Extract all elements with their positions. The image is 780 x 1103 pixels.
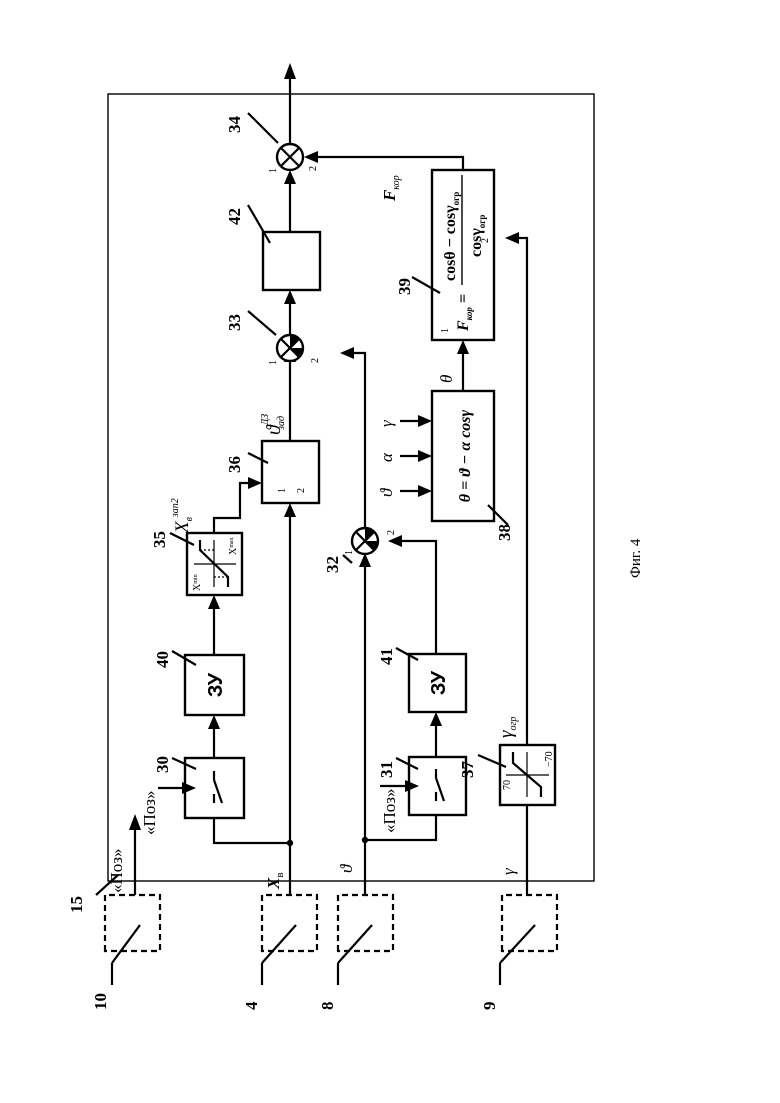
xv-signal: Xв: [264, 872, 286, 890]
block-42: 42: [225, 170, 320, 290]
block-38-out: θ: [437, 375, 456, 383]
poz-line-label: «Поз»: [107, 849, 126, 894]
multiplier-34-port1: 1: [268, 168, 279, 173]
xv-branch-30: [214, 818, 290, 843]
block-38-formula-text: θ = ϑ − α cosγ: [457, 409, 474, 502]
block-35-limiter: Xmax Xmin Xвзап2 35: [150, 477, 262, 595]
outer-block-label: 15: [67, 896, 86, 913]
block-30-switch: «Поз» 30: [140, 715, 244, 835]
block-31-control: «Поз»: [380, 789, 399, 834]
block-36-port2: 2: [296, 488, 307, 493]
block-36-port1: 1: [277, 488, 288, 493]
comparator-33-port2: 2: [310, 358, 321, 363]
source-9: 9: [480, 895, 557, 1010]
comparator-33-port1: 1: [268, 360, 279, 365]
block-38-in2: α: [377, 452, 396, 462]
block-39-label: 39: [395, 278, 414, 295]
multiplier-34: 1 2 34: [225, 63, 319, 173]
block-40-text: ЗУ: [205, 672, 227, 697]
source-9-label: 9: [480, 1002, 499, 1011]
source-8-label: 8: [318, 1002, 337, 1011]
source-8: 8: [318, 895, 393, 1010]
comparator-33-label: 33: [225, 314, 244, 331]
multiplier-34-port2: 2: [308, 166, 319, 171]
block-41-memory: ЗУ 41: [377, 535, 466, 712]
block-35-out: Xвзап2: [170, 498, 195, 534]
block-36: 1 2 ϑДЗзад 36: [225, 348, 319, 503]
block-31-label: 31: [377, 761, 396, 778]
comparator-33: 1 2 33: [225, 290, 321, 365]
block-42-label: 42: [225, 208, 244, 225]
block-39-numerator: cosθ − cosγогр: [442, 192, 461, 281]
comparator-32-label: 32: [323, 556, 342, 573]
source-10-label: 10: [91, 993, 110, 1010]
theta-branch-31: [365, 815, 436, 840]
source-4: 4: [242, 895, 317, 1010]
block-40-memory: ЗУ 40: [153, 595, 244, 715]
block-30-label: 30: [153, 756, 172, 773]
comparator-32-port1: 1: [344, 550, 355, 555]
block-36-label: 36: [225, 456, 244, 473]
block-37-lim-lo: −70: [544, 751, 555, 767]
block-31-switch: «Поз» 31: [377, 712, 466, 833]
block-41-label: 41: [377, 648, 396, 665]
block-38-in1: ϑ: [377, 487, 396, 497]
block-41-text: ЗУ: [428, 670, 450, 695]
fkor-label: Fкор: [380, 175, 402, 202]
block-37-label: 37: [458, 761, 477, 779]
multiplier-34-label: 34: [225, 116, 244, 134]
block-38-label: 38: [495, 524, 514, 541]
gamma-signal: γ: [499, 867, 518, 875]
block-38-in3: γ: [377, 419, 396, 427]
source-4-label: 4: [242, 1001, 261, 1010]
block-40-label: 40: [153, 651, 172, 668]
block-38-formula: θ = ϑ − α cosγ ϑ α γ θ 38: [377, 340, 514, 541]
block-35-label: 35: [150, 531, 169, 548]
xv-arrow-36: [284, 503, 296, 517]
block-30-control: «Поз»: [140, 791, 159, 836]
block-37-out: γогр: [496, 717, 519, 738]
figure-caption: Фиг. 4: [628, 538, 644, 578]
source-10: 10: [91, 895, 160, 1010]
comparator-32-port2: 2: [386, 530, 397, 535]
block-37-lim-hi: 70: [502, 780, 513, 790]
block-39-port1: 1: [440, 328, 451, 333]
theta-signal: ϑ: [337, 863, 356, 873]
block-36-out: ϑДЗзад: [260, 414, 287, 435]
